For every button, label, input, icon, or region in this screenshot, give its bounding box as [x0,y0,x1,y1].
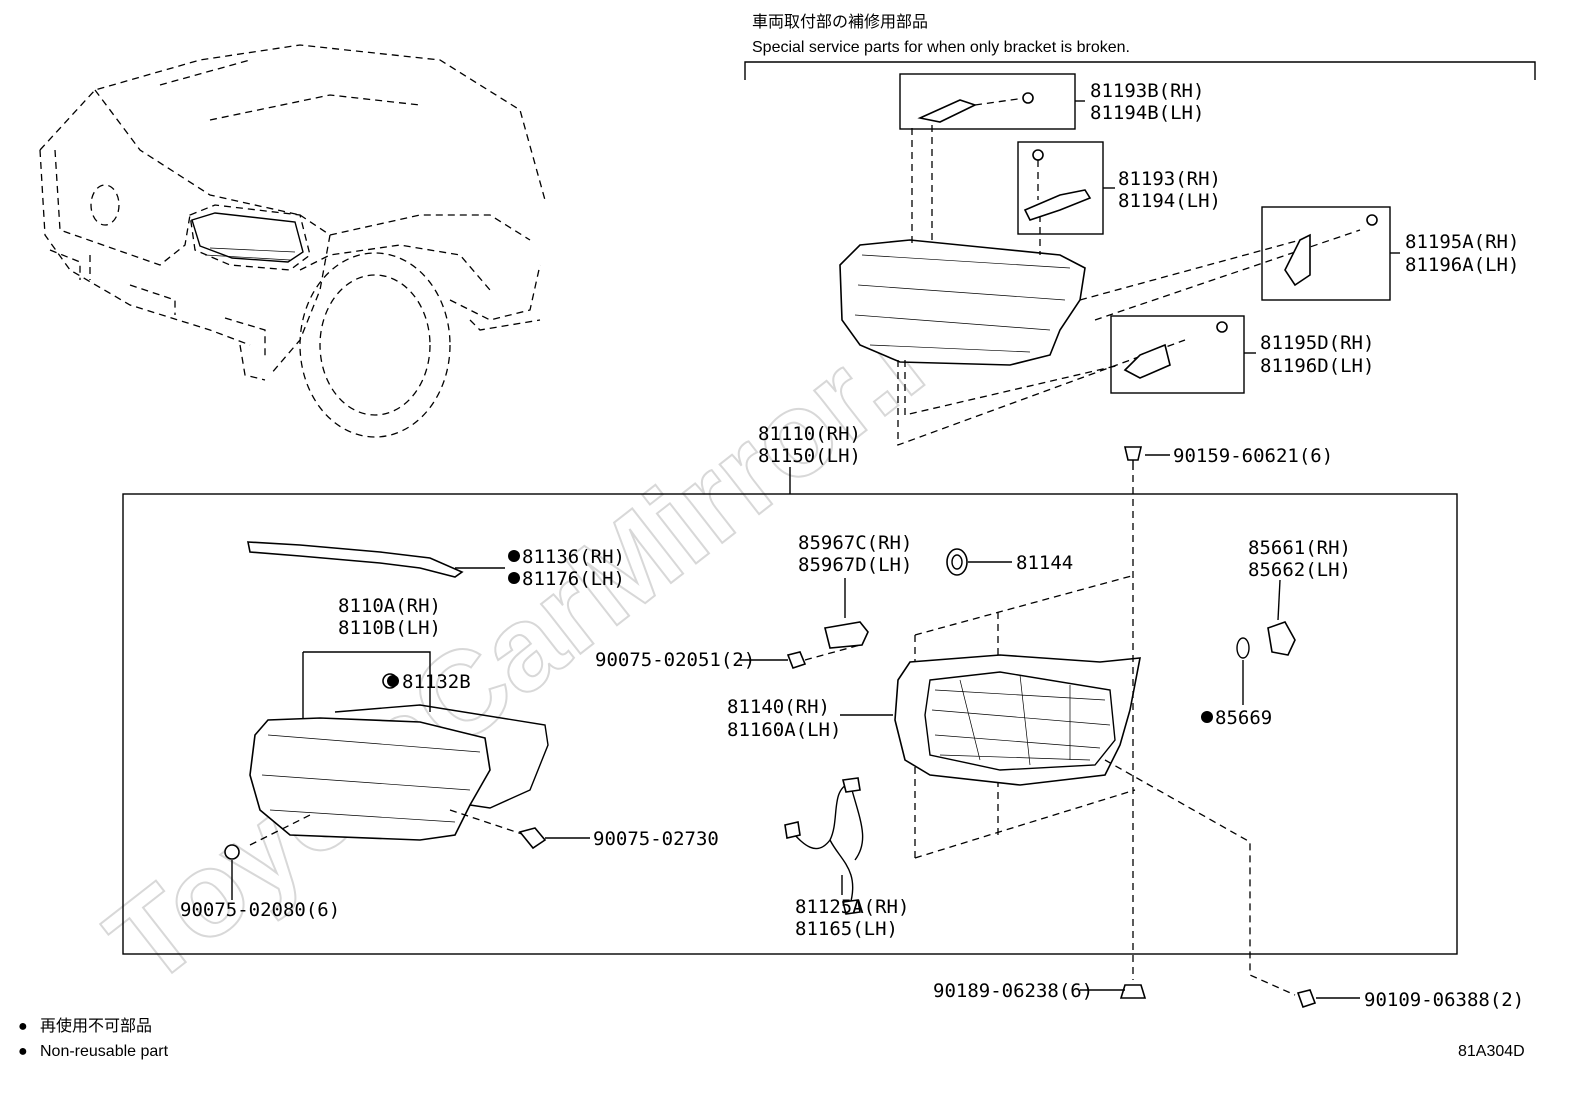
label-81110-rh: 81110(RH) [758,423,861,445]
nut-90189-icon [1119,984,1147,999]
label-90109: 90109-06388(2) [1364,989,1524,1011]
non-reusable-81176-icon [508,572,520,584]
label-85967C-rh: 85967C(RH) [798,532,912,554]
label-85662-lh: 85662(LH) [1248,559,1351,581]
label-90075-02080: 90075-02080(6) [180,899,340,921]
label-81150-lh: 81150(LH) [758,445,861,467]
harness-81125A [789,782,864,906]
label-81160A-lh: 81160A(LH) [727,719,841,741]
legend-text-ja: 再使用不可部品 [40,1017,152,1035]
label-81196D-lh: 81196D(LH) [1260,355,1374,377]
label-81195A-rh: 81195A(RH) [1405,231,1519,253]
socket-85661 [1267,621,1296,656]
bolt-90159-icon [1123,446,1143,461]
bracket-box-81195D [1110,315,1245,394]
screw-81193B-icon [1022,92,1034,104]
label-90075-02730: 90075-02730 [593,828,719,850]
label-8110A-rh: 8110A(RH) [338,595,441,617]
label-81176-lh: 81176(LH) [522,568,625,590]
strip-81136 [247,541,464,578]
non-reusable-81136-icon [508,550,520,562]
label-90159: 90159-60621(6) [1173,445,1333,467]
label-85669: 85669 [1215,707,1272,729]
non-reusable-81132B-dot [387,675,399,687]
label-81194-lh: 81194(LH) [1118,190,1221,212]
headlamp-unit-81140 [840,574,1141,859]
label-85967D-lh: 85967D(LH) [798,554,912,576]
label-8110B-lh: 8110B(LH) [338,617,441,639]
bracket-note-ja: 車両取付部の補修用部品 [752,13,928,31]
ring-85669 [1236,637,1250,659]
diagram-code: 81A304D [1458,1043,1525,1060]
label-81132B: 81132B [402,671,471,693]
label-81193-rh: 81193(RH) [1118,168,1221,190]
module-85967 [824,621,869,649]
label-90075-02051: 90075-02051(2) [595,649,755,671]
label-81165-lh: 81165(LH) [795,918,898,940]
label-81140-rh: 81140(RH) [727,696,830,718]
vehicle-front-illustration [39,44,546,438]
cap-81144 [946,548,968,576]
label-81194B-lh: 81194B(LH) [1090,102,1204,124]
legend-symbol-ja: ● [18,1018,28,1035]
upper-headlamp-assembly [839,125,1361,446]
label-81136-rh: 81136(RH) [522,546,625,568]
label-81195D-rh: 81195D(RH) [1260,332,1374,354]
label-81144: 81144 [1016,552,1073,574]
label-81125A-rh: 81125A(RH) [795,896,909,918]
bracket-note-en: Special service parts for when only brac… [752,39,1130,56]
legend-text-en: Non-reusable part [40,1043,169,1060]
bracket-note-bracket [744,61,1536,80]
bolt-90109-icon [1296,989,1317,1009]
bracket-box-81193B [899,73,1076,130]
label-81193B-rh: 81193B(RH) [1090,80,1204,102]
label-81196A-lh: 81196A(LH) [1405,254,1519,276]
label-90189: 90189-06238(6) [933,980,1093,1002]
legend-symbol-en: ● [18,1043,28,1060]
label-85661-rh: 85661(RH) [1248,537,1351,559]
non-reusable-85669-icon [1201,711,1213,723]
